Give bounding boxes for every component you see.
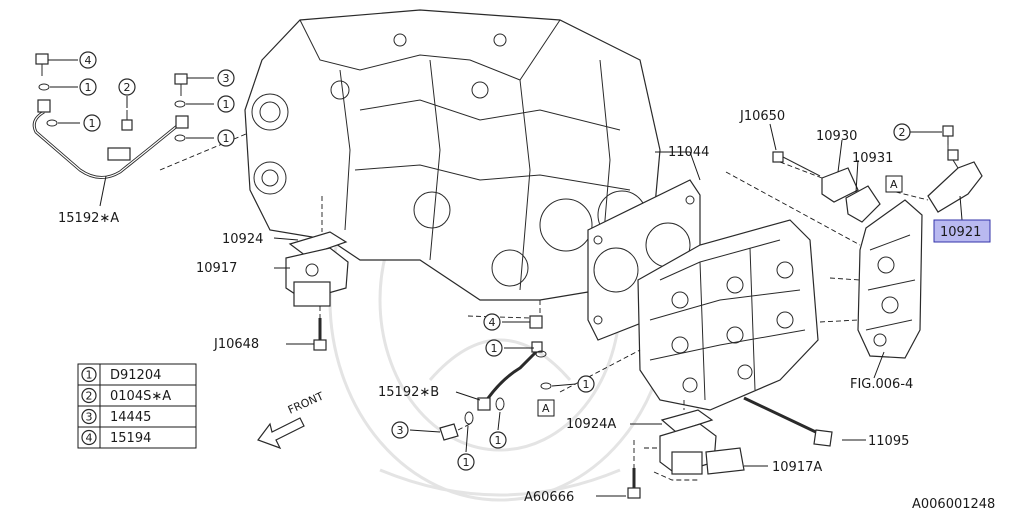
svg-text:1: 1 (495, 434, 502, 447)
bolt-left-mid[interactable] (121, 110, 133, 131)
label-15192a[interactable]: 15192∗A (58, 211, 119, 226)
label-10917a[interactable]: 10917A (772, 460, 822, 475)
callout-4[interactable]: 4 (79, 51, 97, 69)
callout-4[interactable]: 4 (483, 313, 501, 331)
label-10930[interactable]: 10930 (816, 129, 857, 144)
legend-row[interactable]: 4 15194 (81, 429, 151, 447)
callout-1[interactable]: 1 (79, 78, 97, 96)
assembly-lines (159, 133, 949, 481)
gasket-10931[interactable] (845, 185, 881, 223)
callout-1[interactable]: 1 (485, 339, 503, 357)
svg-text:4: 4 (489, 316, 496, 329)
cylinder-block[interactable] (244, 9, 661, 301)
label-11095[interactable]: 11095 (868, 434, 909, 449)
label-10917[interactable]: 10917 (196, 261, 237, 276)
sensor-10921[interactable] (927, 149, 983, 213)
callout-1[interactable]: 1 (217, 129, 235, 147)
label-10924a[interactable]: 10924A (566, 417, 616, 432)
valve-10917[interactable] (285, 247, 349, 307)
bolt-lower-mid[interactable] (529, 315, 543, 329)
highlight-box (933, 219, 991, 243)
legend-row[interactable]: 2 0104S∗A (81, 387, 171, 405)
ref-box-a-lower: A (537, 399, 555, 417)
ref-box-a-upper-text: A (890, 178, 898, 191)
svg-text:1: 1 (89, 117, 96, 130)
legend-table: 1 D91204 2 0104S∗A 3 14445 4 15194 (77, 363, 197, 449)
bolt-upper-left[interactable] (35, 53, 49, 76)
cover-10930[interactable] (821, 167, 859, 203)
bolt-j10650[interactable] (772, 151, 821, 177)
front-arrow: FRONT (257, 389, 326, 450)
svg-text:3: 3 (86, 411, 93, 424)
front-label: FRONT (286, 389, 326, 416)
ref-box-a-lower-text: A (542, 402, 550, 415)
callout-1[interactable]: 1 (489, 431, 507, 449)
label-fig-006-4[interactable]: FIG.006-4 (850, 377, 913, 392)
cylinder-head[interactable] (637, 219, 819, 411)
legend-row[interactable]: 3 14445 (81, 408, 151, 426)
label-a60666[interactable]: A60666 (524, 490, 574, 505)
callout-1[interactable]: 1 (577, 375, 595, 393)
label-10924[interactable]: 10924 (222, 232, 263, 247)
callout-1[interactable]: 1 (83, 114, 101, 132)
svg-text:2: 2 (899, 126, 906, 139)
svg-text:2: 2 (124, 81, 131, 94)
bolt-lower-left[interactable] (439, 423, 459, 441)
valve-10917a[interactable] (659, 423, 745, 475)
callouts: 4 1 1 2 3 1 1 2 4 1 1 3 1 1 (79, 51, 911, 471)
callout-3[interactable]: 3 (217, 69, 235, 87)
svg-text:1: 1 (85, 81, 92, 94)
callout-1[interactable]: 1 (217, 95, 235, 113)
label-10921[interactable]: 10921 (940, 225, 981, 240)
gasket-10924[interactable] (288, 231, 348, 257)
cam-cover[interactable] (857, 199, 923, 359)
svg-text:2: 2 (86, 390, 93, 403)
svg-text:3: 3 (397, 424, 404, 437)
svg-text:4: 4 (85, 54, 92, 67)
bolt-11095[interactable] (743, 396, 833, 447)
gasket-10924a[interactable] (660, 409, 714, 433)
ref-box-a-upper: A (885, 175, 903, 193)
legend-code: 15194 (110, 431, 151, 446)
bolt-a60666[interactable] (627, 468, 641, 499)
legend-code: 0104S∗A (110, 389, 171, 404)
oil-hose-a[interactable] (32, 99, 189, 179)
highlight-10921[interactable]: 10921 (933, 219, 991, 243)
callout-2[interactable]: 2 (118, 78, 136, 96)
label-10931[interactable]: 10931 (852, 151, 893, 166)
leader-lines (48, 59, 963, 497)
bolt-j10648[interactable] (313, 318, 327, 351)
svg-text:1: 1 (583, 378, 590, 391)
svg-text:1: 1 (491, 342, 498, 355)
svg-text:1: 1 (223, 132, 230, 145)
svg-text:4: 4 (86, 432, 93, 445)
svg-text:1: 1 (86, 369, 93, 382)
label-11044[interactable]: 11044 (668, 145, 709, 160)
part-labels: 15192∗A 11044 J10650 10930 10931 10924 1… (58, 109, 995, 512)
label-j10648[interactable]: J10648 (213, 337, 259, 352)
callout-3[interactable]: 3 (391, 421, 409, 439)
callout-2[interactable]: 2 (893, 123, 911, 141)
label-15192b[interactable]: 15192∗B (378, 385, 439, 400)
bolt-left-right[interactable] (174, 73, 188, 96)
catalog-code: A006001248 (912, 497, 995, 512)
washers-left (38, 83, 186, 142)
svg-text:1: 1 (223, 98, 230, 111)
label-j10650[interactable]: J10650 (739, 109, 785, 124)
svg-text:3: 3 (223, 72, 230, 85)
legend-code: D91204 (110, 368, 161, 383)
svg-text:1: 1 (463, 456, 470, 469)
legend-row[interactable]: 1 D91204 (81, 366, 161, 384)
callout-1[interactable]: 1 (457, 453, 475, 471)
legend-code: 14445 (110, 410, 151, 425)
